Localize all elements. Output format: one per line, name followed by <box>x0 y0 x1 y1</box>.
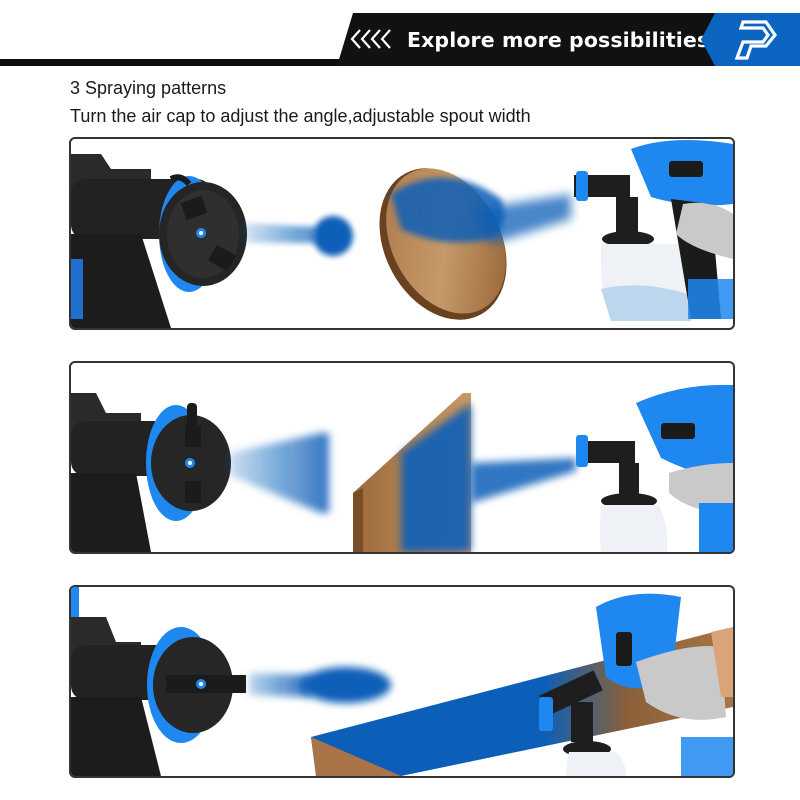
header-banner: Explore more possibilities <box>0 0 800 70</box>
vertical-pattern-illustration <box>71 384 733 552</box>
spray-gun-in-hand <box>574 140 733 321</box>
wooden-disc <box>379 168 507 320</box>
pattern-panel-horizontal: Horizontal fan spray pattern <box>69 585 735 778</box>
brand-p-logo-icon <box>734 20 778 60</box>
spray-gun-closeup <box>71 587 246 776</box>
banner-rule-divider <box>0 59 395 66</box>
horizontal-pattern-illustration <box>71 587 733 776</box>
quadruple-left-chevron-icon <box>350 29 391 49</box>
spray-gun-closeup <box>71 154 247 328</box>
spray-gun-in-hand <box>576 384 733 552</box>
spray-gun-in-hand <box>539 593 733 776</box>
spray-gun-closeup <box>71 393 231 552</box>
banner-title: Explore more possibilities <box>407 28 710 52</box>
round-pattern-illustration <box>71 140 733 328</box>
pattern-panel-vertical: Vertical fan spray pattern <box>69 361 735 554</box>
section-description: Turn the air cap to adjust the angle,adj… <box>70 106 531 126</box>
section-subtitle: 3 Spraying patterns <box>70 78 227 98</box>
upright-wooden-board <box>353 393 471 552</box>
pattern-panel-round: Round spray pattern <box>69 137 735 330</box>
